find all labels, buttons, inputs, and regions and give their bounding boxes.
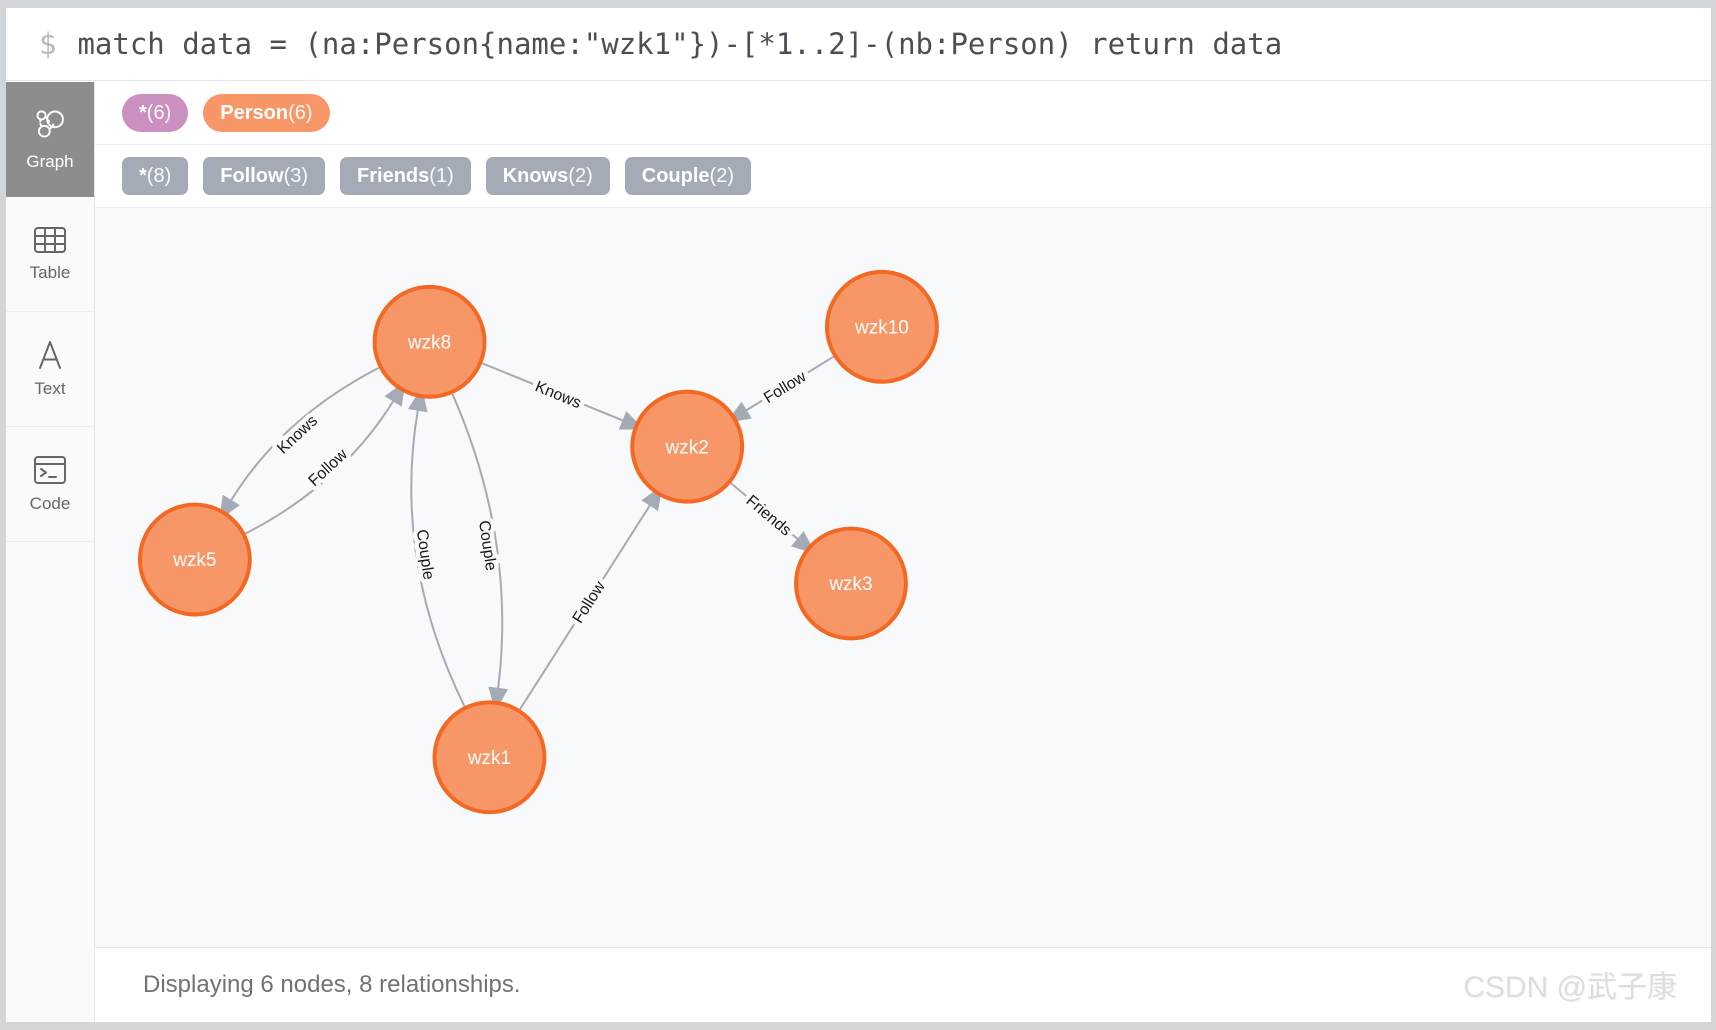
graph-icon [32,107,68,143]
rel-type-badge-knows[interactable]: Knows(2) [485,157,610,195]
graph-edge-label[interactable]: Couple [408,524,441,586]
graph-edge-follow[interactable] [245,381,406,535]
graph-edge-follow[interactable] [519,485,663,710]
status-bar: Displaying 6 nodes, 8 relationships. [95,948,1711,1022]
graph-edge-couple[interactable] [451,393,509,712]
badge-count: (6) [146,101,172,124]
badge-name: Person [220,101,289,124]
tab-graph[interactable]: Graph [6,82,94,197]
relationship-filter-row: *(8) Follow(3) Friends(1) Knows(2) Coupl… [95,145,1711,208]
graph-edge-label[interactable]: Knows [528,374,588,417]
graph-edge-knows[interactable] [481,362,645,430]
tab-table-label: Table [29,262,71,282]
text-icon [35,340,65,370]
graph-edge-label[interactable]: Follow [565,574,613,631]
badge-count: (2) [568,164,593,187]
graph-edge-label[interactable]: Knows [270,408,326,462]
cypher-query-bar[interactable]: $ match data = (na:Person{name:"wzk1"})-… [6,8,1711,81]
graph-node-wzk10[interactable]: wzk10 [825,269,939,384]
graph-edge-label[interactable]: Couple [471,515,504,577]
tab-graph-label: Graph [26,151,74,171]
badge-name: Couple [641,164,710,187]
badge-count: (3) [283,164,309,187]
tab-text-label: Text [34,378,66,398]
graph-node-wzk8[interactable]: wzk8 [372,284,487,399]
cypher-query-text[interactable]: match data = (na:Person{name:"wzk1"})-[*… [77,27,1283,61]
graph-node-wzk2[interactable]: wzk2 [630,389,745,504]
code-icon [33,455,67,485]
badge-name: * [139,164,147,187]
result-panel: *(6) Person(6) *(8) Follow(3) Friends(1)… [95,82,1711,1022]
tab-table[interactable]: Table [6,197,94,312]
badge-count: (1) [429,164,454,187]
graph-edge-label[interactable]: Friends [738,488,799,544]
rel-type-badge-couple[interactable]: Couple(2) [624,157,751,195]
graph-edge-label[interactable]: Follow [301,441,356,494]
badge-name: Knows [502,164,569,187]
node-label-badge-all[interactable]: *(6) [122,94,189,132]
graph-edge-friends[interactable] [730,482,816,555]
badge-name: Friends [357,164,430,187]
graph-edge-label[interactable]: Follow [757,364,815,412]
tab-text[interactable]: Text [6,312,94,427]
graph-node-wzk3[interactable]: wzk3 [794,526,908,641]
node-label-filter-row: *(6) Person(6) [95,82,1711,145]
badge-count: (2) [709,164,734,187]
badge-count: (8) [146,164,172,187]
view-sidebar: Graph Table Text [6,82,95,1022]
app-window: $ match data = (na:Person{name:"wzk1"})-… [6,8,1711,1022]
tab-code-label: Code [29,493,71,513]
prompt-symbol: $ [39,27,57,61]
badge-name: Follow [220,164,284,187]
rel-type-badge-all[interactable]: *(8) [122,157,189,195]
graph-node-wzk5[interactable]: wzk5 [137,502,252,617]
graph-edge-couple[interactable] [407,387,466,707]
rel-type-badge-friends[interactable]: Friends(1) [340,157,471,195]
rel-type-badge-follow[interactable]: Follow(3) [203,157,326,195]
table-icon [33,226,67,254]
graph-node-wzk1[interactable]: wzk1 [432,700,547,815]
graph-edge-knows[interactable] [218,366,380,521]
graph-edge-follow[interactable] [726,355,835,423]
badge-count: (6) [288,101,313,124]
badge-name: * [139,101,147,124]
tab-code[interactable]: Code [6,427,94,542]
node-label-badge-person[interactable]: Person(6) [203,94,330,132]
status-text: Displaying 6 nodes, 8 relationships. [143,971,521,998]
